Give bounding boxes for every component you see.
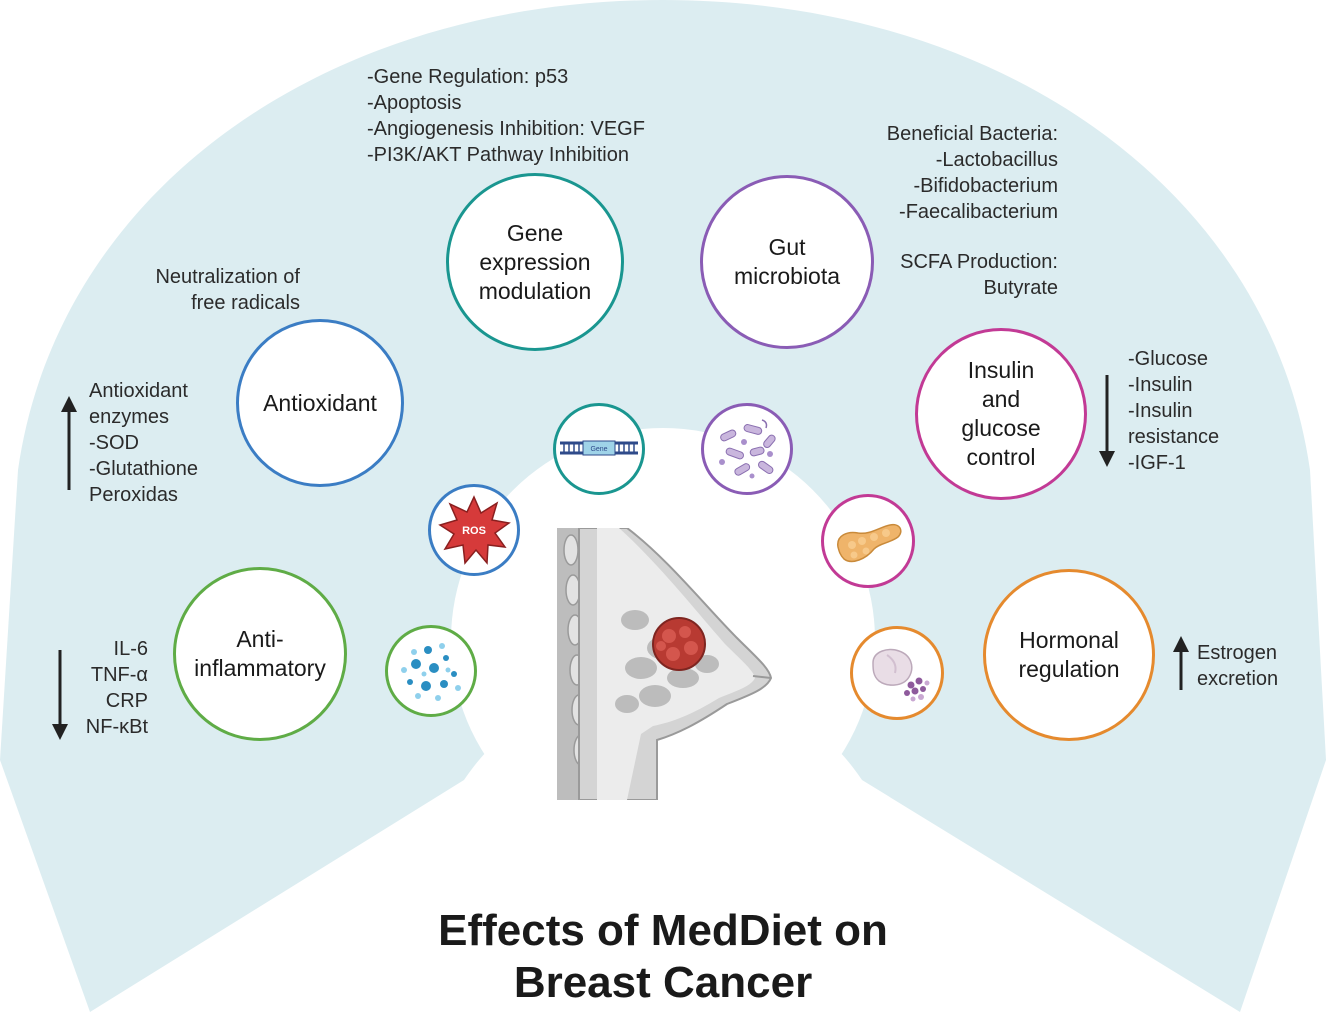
title-line: Effects of MedDiet on — [438, 906, 888, 955]
note-line: Peroxidas — [89, 484, 178, 506]
bacteria-icon — [719, 419, 776, 479]
gut-scfa-notes: SCFA Production: Butyrate — [840, 249, 1058, 301]
node-label: regulation — [1018, 656, 1120, 682]
hormonal-notes: Estrogen excretion — [1197, 640, 1278, 692]
arrow-up-icon — [61, 396, 77, 490]
node-label: Gut — [768, 234, 806, 260]
gene-expression-node: Gene expression modulation — [446, 173, 624, 351]
note-line: Neutralization of — [155, 266, 300, 288]
node-label: microbiota — [733, 263, 841, 289]
node-label: inflammatory — [194, 655, 326, 681]
note-line: Estrogen — [1197, 642, 1278, 664]
title-line: Breast Cancer — [513, 958, 813, 1007]
note-line: -IGF-1 — [1128, 452, 1186, 474]
gene-icon-label: Gene — [590, 446, 607, 453]
anti-inflammatory-node: Anti- inflammatory — [173, 567, 347, 741]
hormonal-icon-circle — [850, 626, 944, 720]
note-line: -Bifidobacterium — [913, 175, 1058, 197]
insulin-notes: -Glucose -Insulin -Insulin resistance -I… — [1128, 346, 1219, 476]
note-line: IL-6 — [113, 638, 148, 660]
gene-icon-circle: Gene — [553, 403, 645, 495]
node-label: Insulin — [967, 357, 1035, 383]
note-line: -PI3K/AKT Pathway Inhibition — [367, 144, 629, 166]
node-label: and — [981, 386, 1021, 412]
note-line: excretion — [1197, 668, 1279, 690]
note-line: -Faecalibacterium — [899, 201, 1058, 223]
pancreas-icon — [837, 523, 902, 563]
note-line: SCFA Production: — [900, 251, 1058, 273]
node-label: control — [966, 444, 1036, 470]
note-line: resistance — [1128, 426, 1220, 448]
arrow-down-icon — [52, 650, 68, 740]
note-line: -Angiogenesis Inhibition: VEGF — [367, 118, 645, 140]
note-line: NF-κBt — [85, 716, 148, 738]
note-line: Beneficial Bacteria: — [886, 123, 1058, 145]
ros-burst-icon: ROS — [438, 495, 511, 565]
antioxidant-side-notes: Antioxidant enzymes -SOD -Glutathione Pe… — [89, 378, 198, 508]
note-line: -Glucose — [1128, 348, 1209, 370]
gene-notes: -Gene Regulation: p53 -Apoptosis -Angiog… — [367, 64, 645, 168]
arrow-down-icon — [1099, 375, 1115, 467]
gut-microbiota-node: Gut microbiota — [700, 175, 874, 349]
node-label: modulation — [478, 277, 592, 304]
note-line: Antioxidant — [89, 380, 188, 402]
page-title: Effects of MedDiet on Breast Cancer — [363, 905, 963, 1009]
note-line: -SOD — [89, 432, 139, 454]
node-label: Anti- — [236, 626, 284, 652]
note-line: TNF-α — [90, 664, 148, 686]
note-line: -Insulin — [1128, 400, 1193, 422]
hormonal-regulation-node: Hormonal regulation — [983, 569, 1155, 741]
note-line: free radicals — [191, 292, 300, 314]
node-label: Hormonal — [1019, 627, 1119, 653]
ovary-icon — [872, 648, 930, 702]
inflammation-icon-circle — [385, 625, 477, 717]
note-line: CRP — [105, 690, 148, 712]
gut-bacteria-notes: Beneficial Bacteria: -Lactobacillus -Bif… — [840, 121, 1058, 225]
arrow-up-icon — [1173, 636, 1189, 690]
node-label: Antioxidant — [263, 389, 377, 416]
note-line: -Lactobacillus — [935, 149, 1058, 171]
node-label: glucose — [961, 415, 1041, 441]
note-line: Butyrate — [983, 277, 1058, 299]
note-line: -Insulin — [1128, 374, 1193, 396]
note-line: enzymes — [89, 406, 170, 428]
note-line: -Glutathione — [89, 458, 198, 480]
antioxidant-node: Antioxidant — [236, 319, 404, 487]
node-label: expression — [479, 248, 591, 275]
antioxidant-icon-circle: ROS — [428, 484, 520, 576]
cytokine-dots-icon — [401, 643, 461, 701]
note-line: -Gene Regulation: p53 — [367, 66, 569, 88]
inflammation-notes: IL-6 TNF-α CRP NF-κBt — [60, 636, 148, 740]
insulin-glucose-node: Insulin and glucose control — [915, 328, 1087, 500]
note-line: -Apoptosis — [367, 92, 462, 114]
gene-strand-icon: Gene — [560, 440, 638, 456]
node-label: Gene — [506, 219, 564, 246]
antioxidant-top-notes: Neutralization of free radicals — [100, 264, 300, 316]
gut-icon-circle — [701, 403, 793, 495]
breast-tumor-icon — [557, 528, 773, 800]
insulin-icon-circle — [821, 494, 915, 588]
ros-label: ROS — [462, 525, 486, 537]
